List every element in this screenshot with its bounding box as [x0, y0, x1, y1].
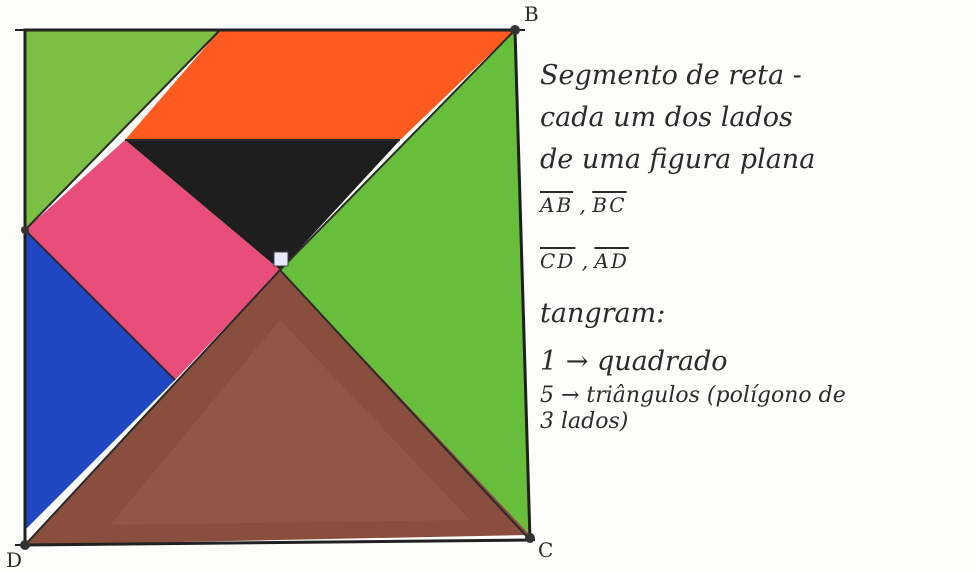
segment-cd: CD [540, 249, 576, 273]
orange-parallelogram [125, 30, 515, 140]
segment-row-1: AB , BC [540, 187, 970, 223]
segment-ab: AB [540, 193, 574, 217]
segment-ad: AD [594, 249, 629, 273]
right-angle-marker [273, 251, 289, 267]
segment-row-2: CD , AD [540, 243, 970, 279]
handwritten-notes: Segmento de reta - cada um dos lados de … [540, 55, 970, 435]
pink-square [25, 140, 280, 380]
vertex-label-b: B [524, 2, 539, 26]
right-green-triangle [280, 30, 530, 535]
segment-sep-1: , [573, 193, 593, 217]
note-line-1: Segmento de reta - [540, 60, 802, 91]
black-triangle [125, 140, 400, 270]
segment-list: AB , BC CD , AD [540, 187, 970, 279]
blue-triangle [25, 230, 175, 530]
vertex-dot-left [21, 226, 29, 234]
brown-triangle-shade [110, 320, 470, 525]
note-item-1: 1 → quadrado [540, 346, 728, 377]
vertex-label-d: D [6, 548, 23, 572]
segment-sep-2: , [575, 249, 595, 273]
vertex-label-c: C [538, 538, 554, 562]
vertex-dot-b [510, 25, 520, 35]
vertex-dot-c [525, 533, 535, 543]
segment-bc: BC [592, 193, 627, 217]
tangram-title: tangram: [540, 298, 666, 329]
note-item-2: 5 → triângulos (polígono de [540, 383, 846, 408]
note-line-3: de uma figura plana [540, 144, 816, 175]
note-item-2-cont: 3 lados) [540, 409, 629, 434]
vertex-dot-d [20, 540, 30, 550]
note-line-2: cada um dos lados [540, 102, 793, 133]
tangram-figure [14, 25, 536, 550]
